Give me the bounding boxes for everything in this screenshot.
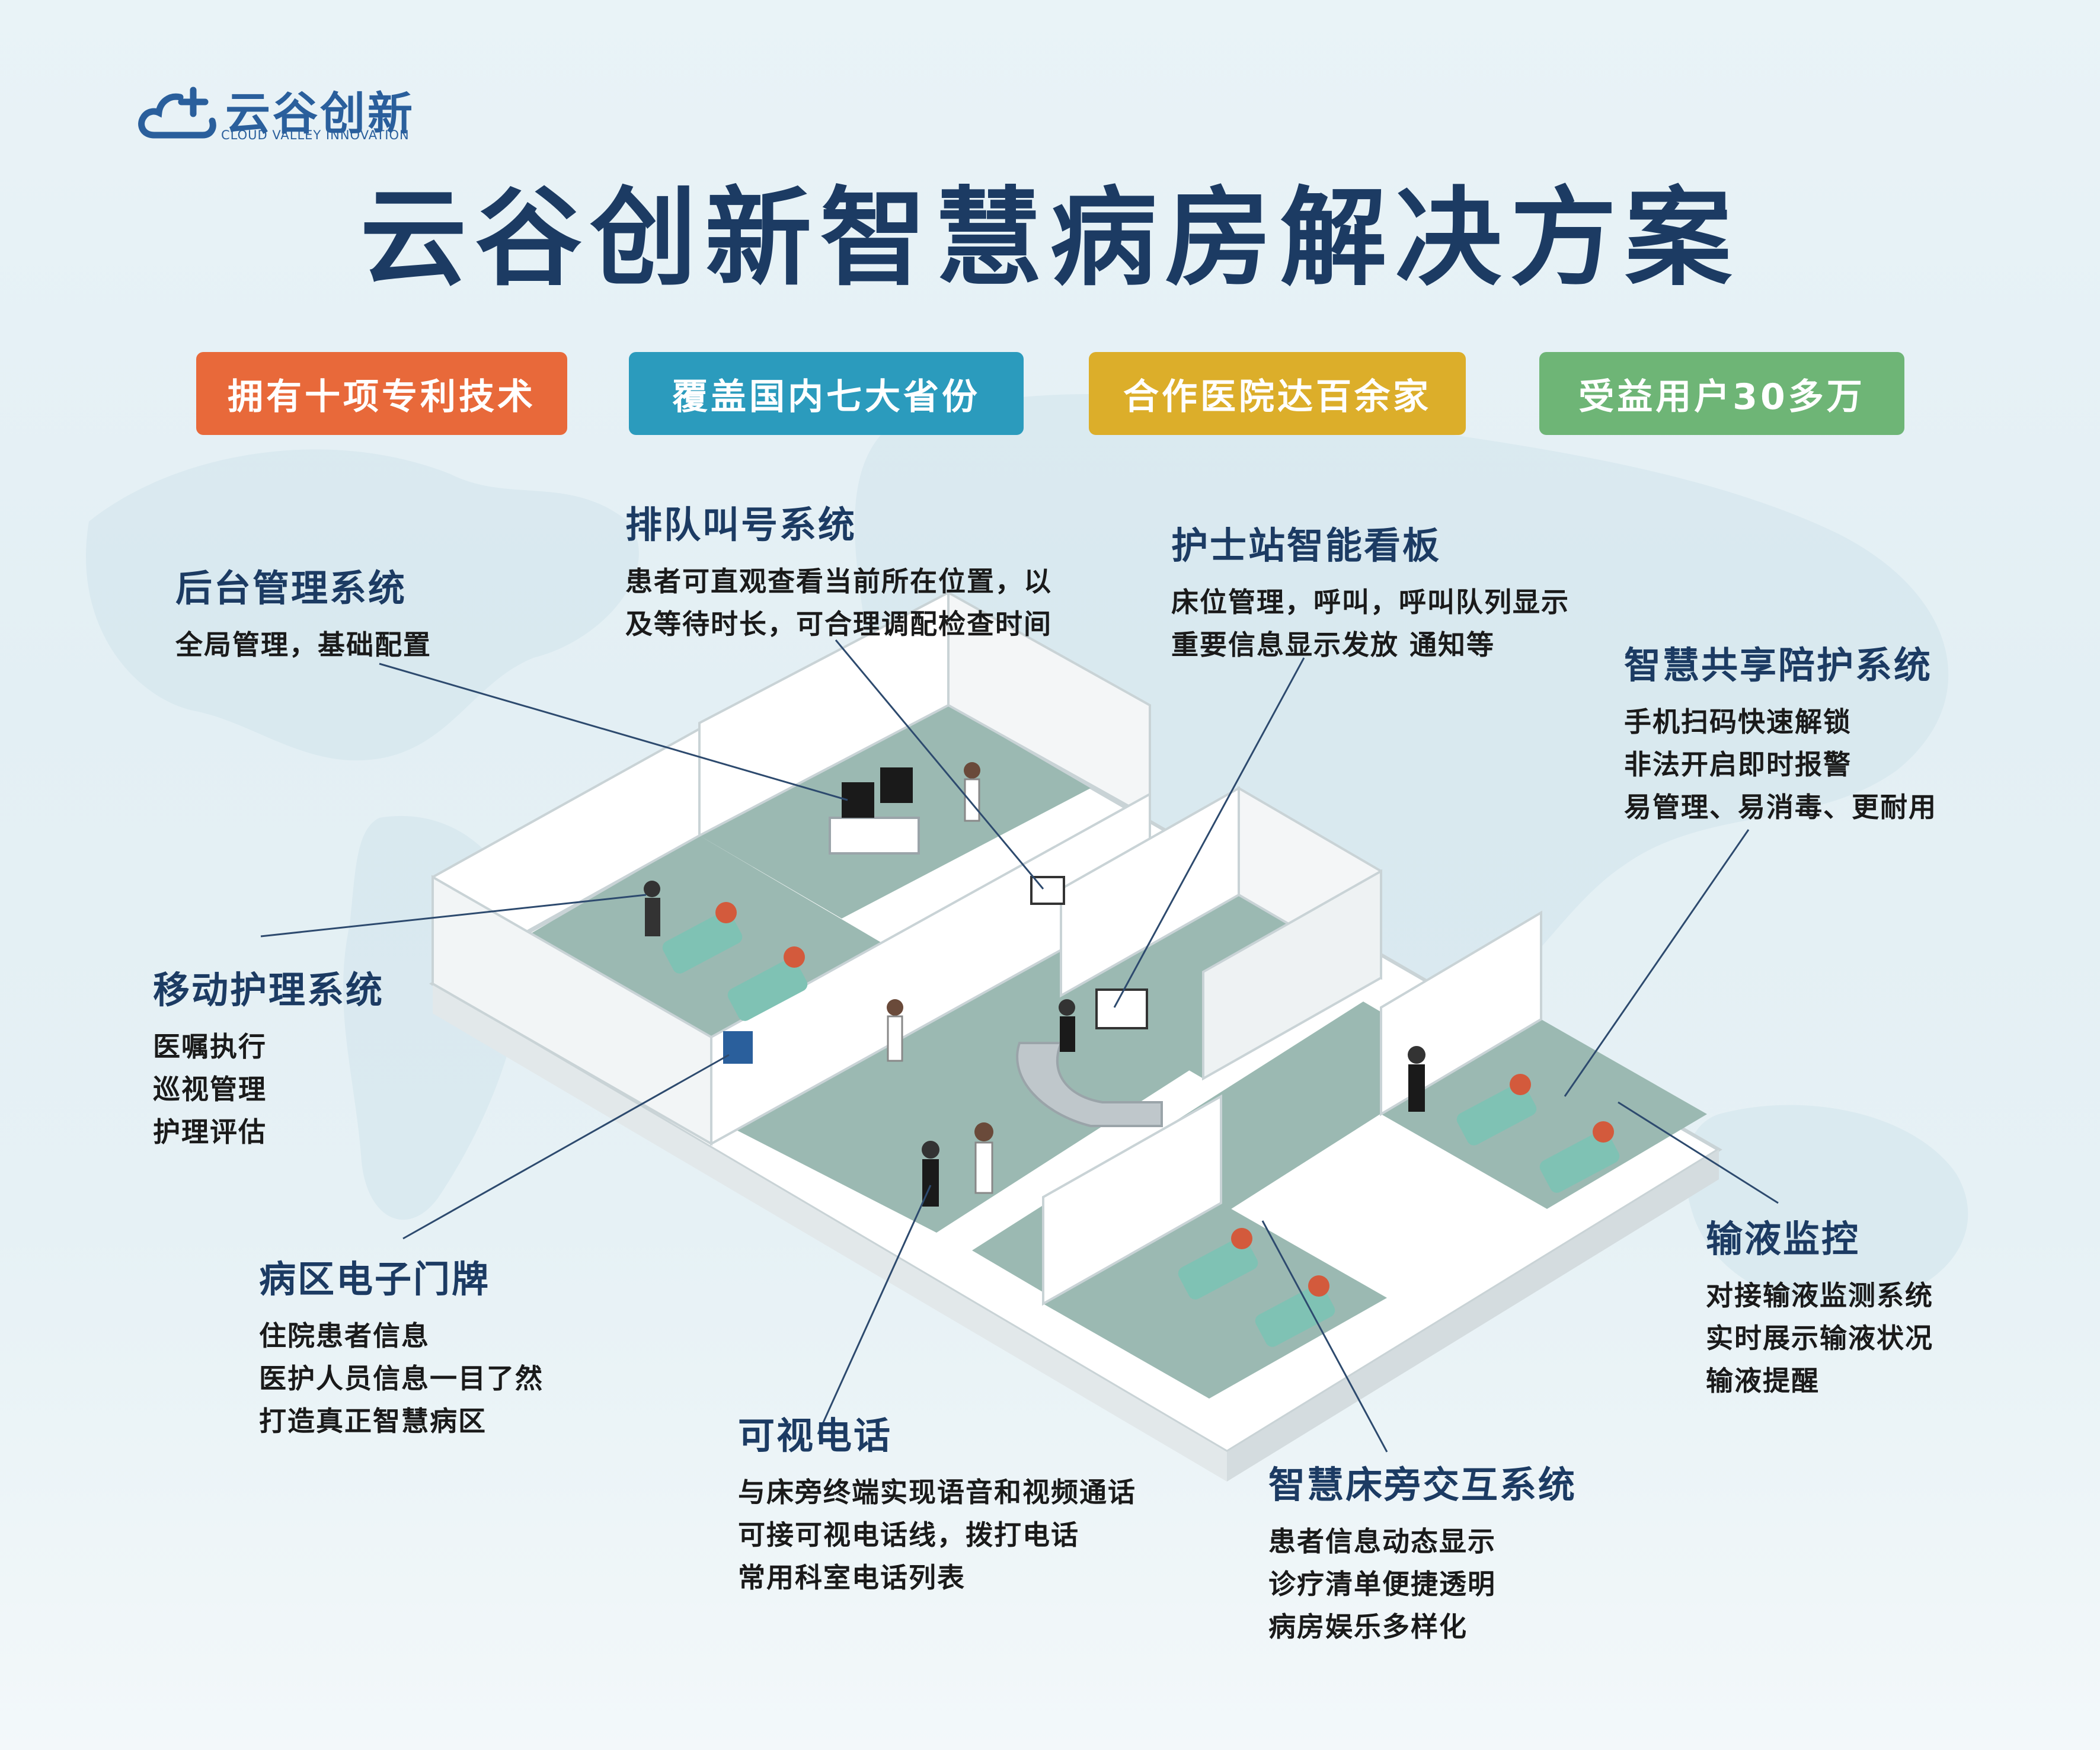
bed: [1456, 1074, 1537, 1146]
floor-slab-side-right: [1227, 1150, 1719, 1482]
callout-line: 输液提醒: [1706, 1365, 1820, 1397]
bed: [1255, 1275, 1335, 1347]
leader-backend: [379, 663, 848, 801]
doctor-figure: [887, 999, 903, 1062]
leader-video-phone: [817, 1185, 932, 1435]
badge-provinces: 覆盖国内七大省份: [629, 352, 1024, 435]
callout-video-phone: 可视电话 与床旁终端实现语音和视频通话 可接可视电话线，拨打电话 常用科室电话列…: [738, 1418, 1136, 1599]
nurse-room-wall-front: [1202, 869, 1382, 1081]
right-ward-upper-wall: [1380, 910, 1542, 1116]
nurse-station-board: [1095, 988, 1148, 1029]
callout-bedside-interaction: 智慧床旁交互系统 患者信息动态显示 诊疗清单便捷透明 病房娱乐多样化: [1268, 1467, 1577, 1648]
callout-line: 手机扫码快速解锁: [1624, 706, 1852, 738]
right-ward-lower-floor: [1043, 1203, 1387, 1399]
bed: [727, 946, 808, 1021]
badge-patents: 拥有十项专利技术: [196, 352, 567, 435]
doctor-figure: [964, 762, 980, 822]
callout-line: 住院患者信息: [259, 1320, 430, 1352]
badge-hospitals: 合作医院达百余家: [1089, 352, 1466, 435]
control-room-wall-right: [947, 590, 1151, 820]
callout-infusion-monitoring: 输液监控 对接输液监测系统 实时展示输液状况 输液提醒: [1706, 1221, 1933, 1402]
callout-title: 排队叫号系统: [625, 503, 857, 546]
logo-name-cn: 云谷创新: [225, 87, 415, 140]
leader-infusion: [1618, 1101, 1779, 1204]
callout-line: 护理评估: [153, 1116, 267, 1148]
callout-line: 实时展示输液状况: [1706, 1322, 1933, 1354]
staff-figure: [644, 881, 660, 936]
callout-line: 医嘱执行: [153, 1031, 267, 1063]
callout-line: 医护人员信息一目了然: [259, 1362, 544, 1394]
callout-title: 后台管理系统: [175, 567, 407, 610]
callout-line: 病房娱乐多样化: [1268, 1611, 1468, 1643]
callout-line: 对接输液监测系统: [1706, 1279, 1933, 1311]
callout-line: 可接可视电话线，拨打电话: [738, 1519, 1079, 1551]
callout-queue-calling: 排队叫号系统 患者可直观查看当前所在位置，以 及等待时长，可合理调配检查时间: [625, 507, 1052, 645]
callout-title: 可视电话: [738, 1414, 893, 1457]
bed: [1539, 1121, 1620, 1193]
logo-name-en: CLOUD VALLEY INNOVATION: [221, 128, 410, 142]
callout-line: 巡视管理: [153, 1073, 267, 1105]
callout-title: 智慧床旁交互系统: [1268, 1463, 1577, 1506]
callout-nurse-station-board: 护士站智能看板 床位管理，呼叫，呼叫队列显示 重要信息显示发放 通知等: [1171, 527, 1570, 666]
nurse-station-desk: [1016, 1042, 1163, 1127]
callout-line: 重要信息显示发放 通知等: [1171, 629, 1495, 661]
page-title: 云谷创新智慧病房解决方案: [360, 175, 1740, 300]
badge-users: 受益用户30多万: [1539, 352, 1904, 435]
callout-title: 智慧共享陪护系统: [1624, 644, 1933, 687]
leader-bedside: [1261, 1220, 1388, 1453]
callout-shared-escort: 智慧共享陪护系统 手机扫码快速解锁 非法开启即时报警 易管理、易消毒、更耐用: [1624, 647, 1937, 828]
monitor-screen: [880, 767, 913, 803]
callout-line: 诊疗清单便捷透明: [1268, 1568, 1496, 1600]
leader-nurse-board: [1113, 657, 1305, 1008]
electronic-door-sign: [723, 1031, 753, 1064]
callout-line: 患者信息动态显示: [1268, 1525, 1496, 1557]
callout-title: 护士站智能看板: [1171, 524, 1441, 567]
cloud-plus-icon: [138, 87, 216, 139]
floor-slab-side-left: [433, 984, 1227, 1482]
right-ward-lower-wall: [1042, 1094, 1222, 1306]
logo: 云谷创新 CLOUD VALLEY INNOVATION: [136, 77, 415, 148]
bed: [662, 902, 743, 974]
callout-line: 床位管理，呼叫，呼叫队列显示: [1171, 586, 1570, 618]
doctor-figure: [974, 1122, 993, 1194]
callout-line: 及等待时长，可合理调配检查时间: [625, 608, 1052, 640]
control-desk: [829, 817, 920, 855]
callout-line: 易管理、易消毒、更耐用: [1624, 791, 1937, 823]
callout-title: 病区电子门牌: [259, 1258, 491, 1301]
callout-line: 患者可直观查看当前所在位置，以: [625, 565, 1052, 597]
callout-title: 输液监控: [1706, 1217, 1861, 1260]
control-room-floor: [699, 705, 1091, 919]
callout-line: 打造真正智慧病区: [259, 1405, 487, 1437]
nurse-figure: [1059, 999, 1075, 1052]
callout-title: 移动护理系统: [153, 968, 385, 1012]
leader-queue: [835, 639, 1044, 890]
nurse-figure: [1408, 1046, 1425, 1112]
callout-line: 全局管理，基础配置: [175, 629, 431, 661]
callout-line: 非法开启即时报警: [1624, 748, 1852, 780]
callout-line: 与床旁终端实现语音和视频通话: [738, 1476, 1136, 1508]
callout-backend-management: 后台管理系统 全局管理，基础配置: [175, 570, 431, 666]
bed: [1178, 1228, 1258, 1300]
leader-mobile-nursing: [260, 894, 647, 938]
callout-line: 常用科室电话列表: [738, 1562, 966, 1594]
callout-electronic-door-sign: 病区电子门牌 住院患者信息 医护人员信息一目了然 打造真正智慧病区: [259, 1261, 544, 1442]
leader-door-sign: [402, 1054, 730, 1240]
leader-escort: [1564, 829, 1750, 1097]
callout-mobile-nursing: 移动护理系统 医嘱执行 巡视管理 护理评估: [153, 972, 384, 1153]
